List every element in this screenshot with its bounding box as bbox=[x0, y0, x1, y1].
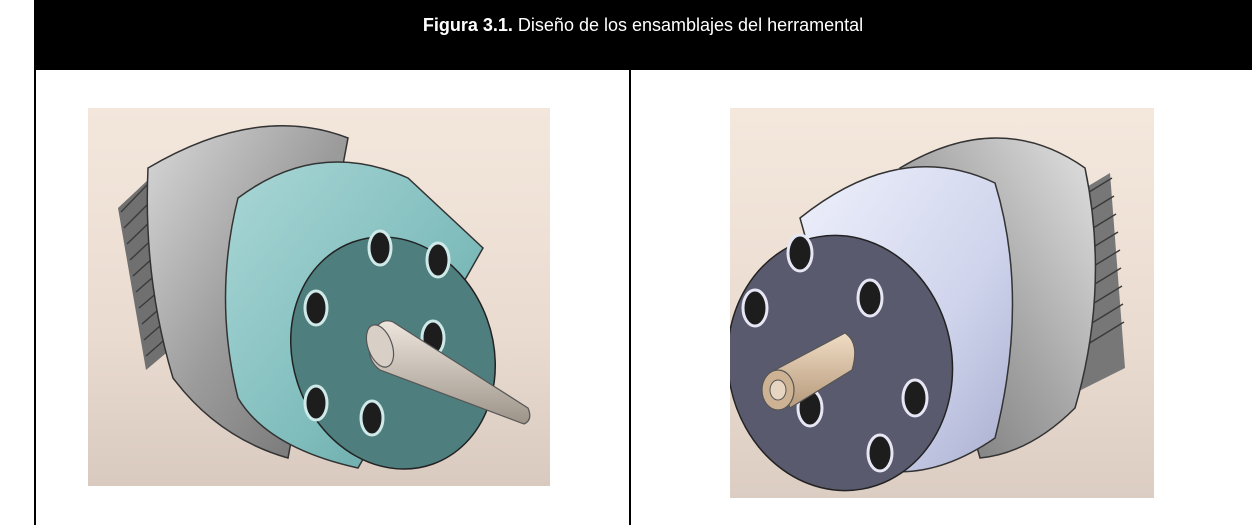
figure-caption: Figura 3.1. Diseño de los ensamblajes de… bbox=[34, 14, 1252, 36]
assembly-image-left bbox=[88, 108, 550, 486]
figure-table: Figura 3.1. Diseño de los ensamblajes de… bbox=[34, 0, 1252, 525]
table-border-left bbox=[34, 70, 36, 525]
figure-header: Figura 3.1. Diseño de los ensamblajes de… bbox=[34, 0, 1252, 70]
figure-label: Figura 3.1. bbox=[422, 15, 513, 35]
figure-title: Diseño de los ensamblajes del herramenta… bbox=[517, 15, 864, 35]
table-border-middle bbox=[629, 70, 631, 525]
assembly-image-right bbox=[730, 108, 1154, 498]
